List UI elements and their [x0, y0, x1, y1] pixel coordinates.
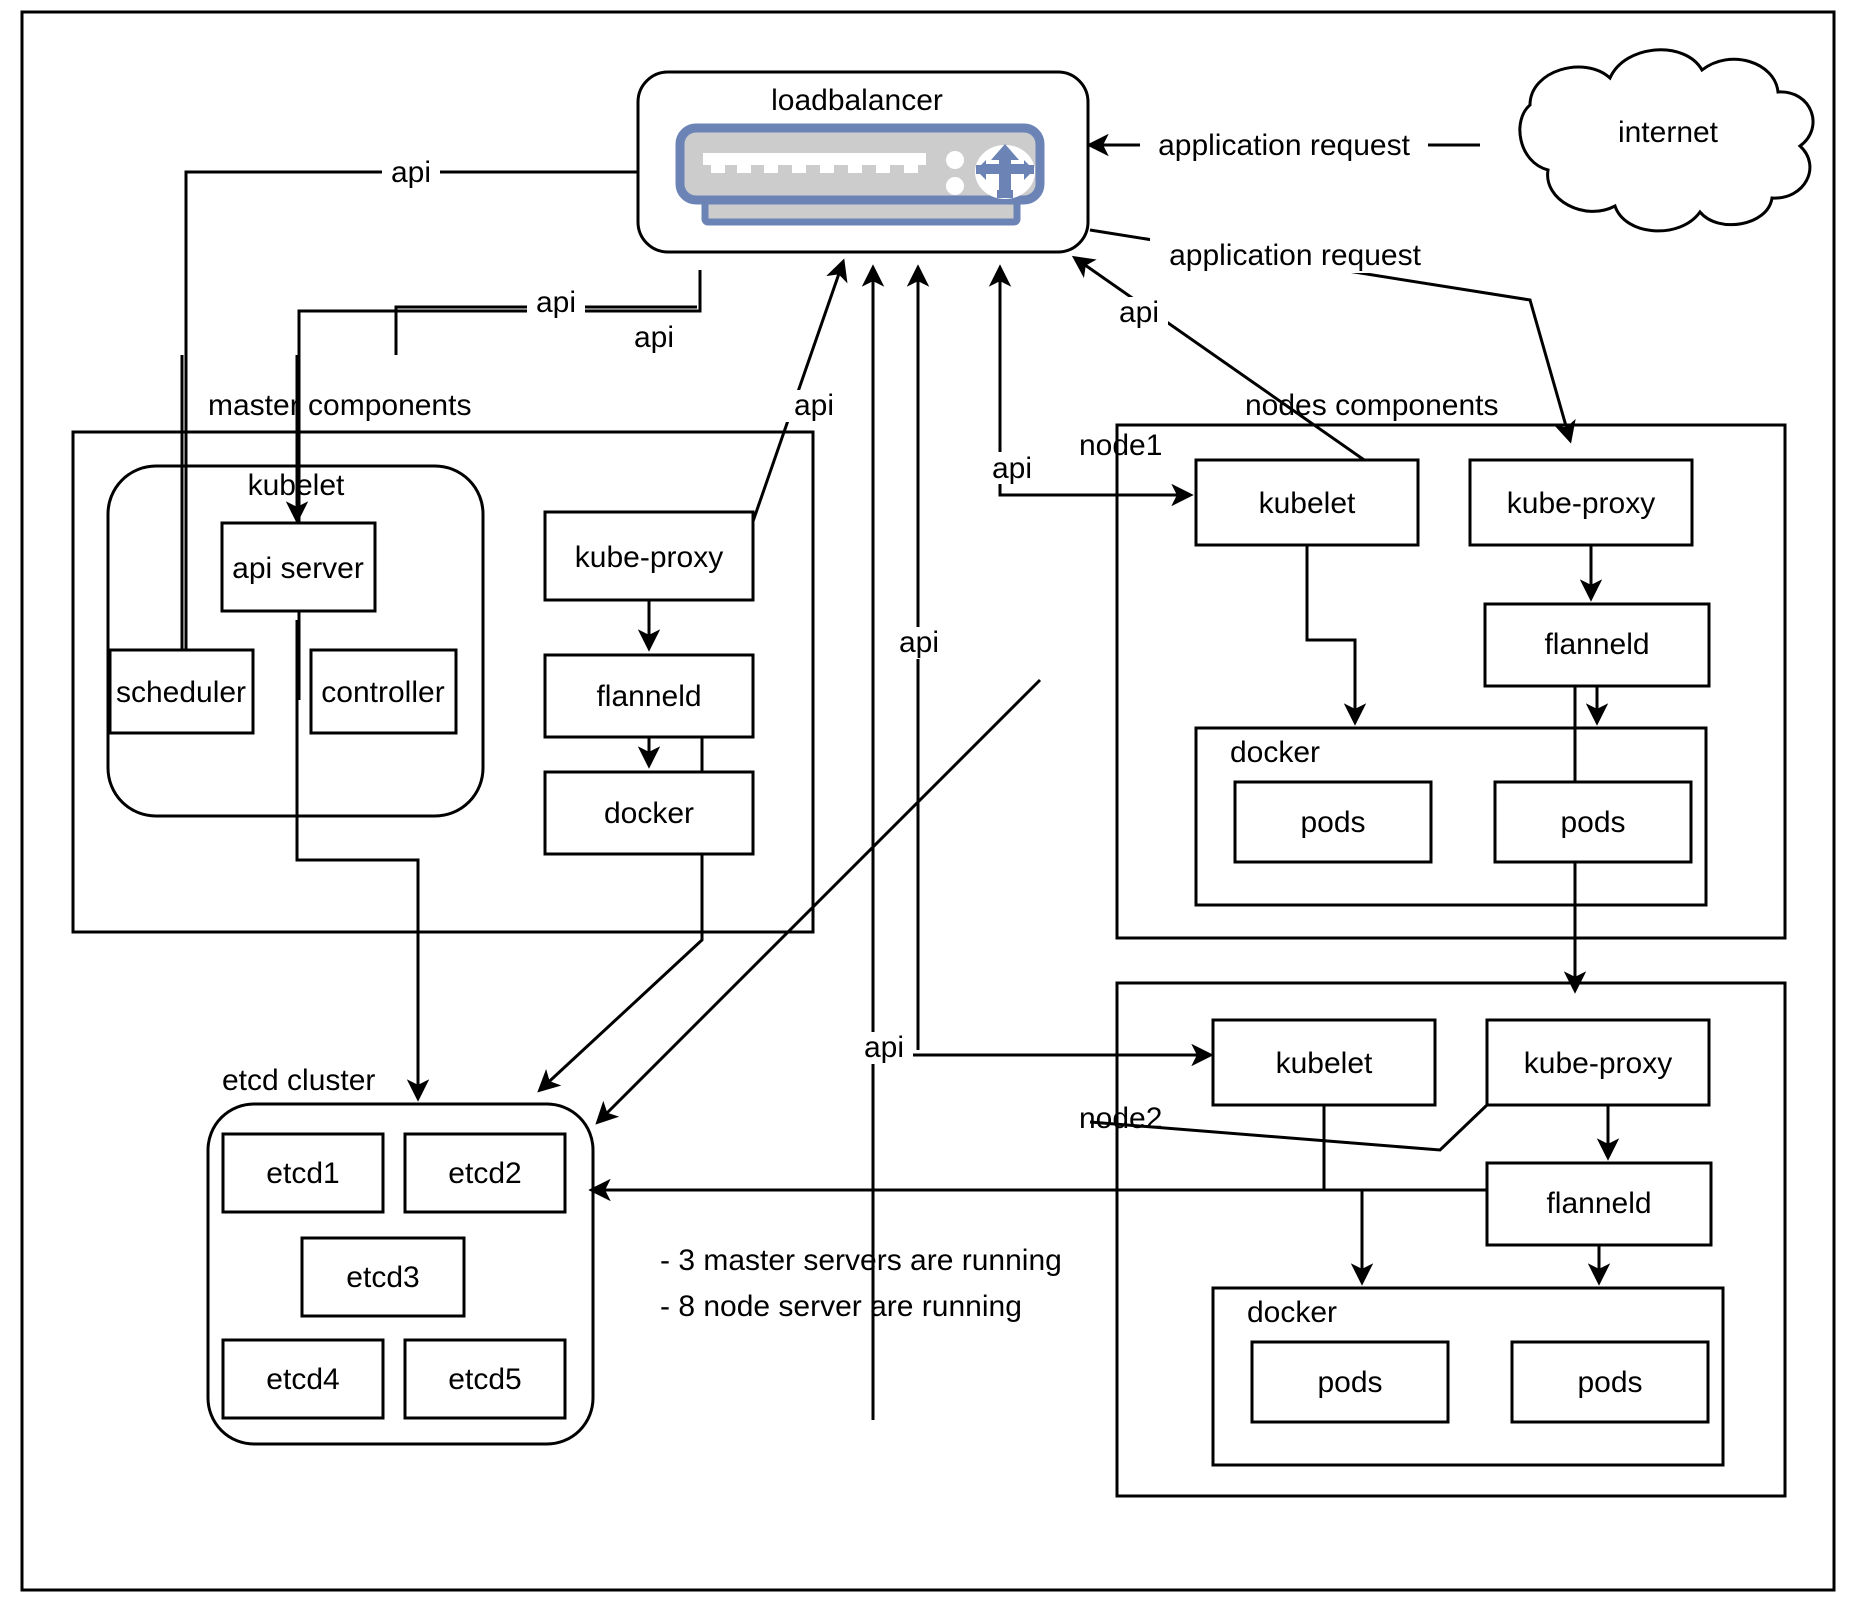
node1-frame	[1115, 423, 1787, 940]
etcd-cluster-frame	[206, 1102, 595, 1446]
master-flanneld-label: flanneld	[596, 680, 701, 713]
node2-kubelet-label: kubelet	[1276, 1047, 1373, 1080]
etcd-member-label-3: etcd3	[346, 1261, 419, 1294]
master-kubelet-frame	[106, 464, 485, 818]
node2-label: node2	[1079, 1102, 1162, 1135]
node1-kube-proxy-box[interactable]	[1468, 458, 1694, 547]
edge-apiserver-to-etcd	[295, 620, 430, 1102]
nodes-components-label: nodes components	[1245, 389, 1499, 422]
edge-label-api-1: api	[391, 156, 431, 189]
loadbalancer-label: loadbalancer	[771, 84, 943, 117]
node2-docker-frame	[1211, 1286, 1725, 1467]
node1-flanneld-box[interactable]	[1483, 602, 1711, 688]
edge-label-api-3: api	[634, 321, 674, 354]
node2-flanneld-label: flanneld	[1546, 1187, 1651, 1220]
etcd-member-box-3[interactable]	[300, 1236, 466, 1318]
node2-pods-box-2[interactable]	[1510, 1340, 1710, 1424]
master-scheduler-label: scheduler	[116, 676, 246, 709]
edge-label-api-4: api	[794, 389, 834, 422]
edge-api-mid-line	[394, 305, 697, 355]
page-border	[20, 10, 1836, 1592]
etcd-member-label-5: etcd5	[448, 1363, 521, 1396]
etcd-member-box-5[interactable]	[403, 1338, 567, 1420]
edge-label-api-6: api	[1119, 296, 1159, 329]
edge-label-application-request-2: application request	[1169, 239, 1422, 272]
node1-docker-frame	[1194, 726, 1708, 907]
node2-pods-label-1: pods	[1317, 1366, 1382, 1399]
node1-flanneld-label: flanneld	[1544, 628, 1649, 661]
edge-label-api-7: api	[899, 626, 939, 659]
master-controller-box[interactable]	[309, 648, 458, 735]
etcd-member-label-1: etcd1	[266, 1157, 339, 1190]
switch-port-slots	[703, 153, 926, 173]
node2-kube-proxy-label: kube-proxy	[1524, 1047, 1672, 1080]
edge-api-scheduler-to-loadbalancer	[184, 170, 640, 670]
network-switch-icon	[675, 123, 1045, 226]
node2-kubelet-box[interactable]	[1211, 1018, 1437, 1107]
master-components-label: master components	[208, 389, 471, 422]
edge-label-application-request-1: application request	[1158, 129, 1411, 162]
node2-frame	[1115, 981, 1787, 1498]
etcd-member-label-4: etcd4	[266, 1363, 339, 1396]
node2-docker-label: docker	[1247, 1296, 1337, 1329]
node1-label: node1	[1079, 429, 1162, 462]
edge-node2-kubeproxy-leftline	[1089, 1103, 1489, 1152]
edge-node1-kubelet-to-docker	[1305, 545, 1367, 726]
master-docker-label: docker	[604, 797, 694, 830]
etcd-member-label-2: etcd2	[448, 1157, 521, 1190]
node1-pods-label-1: pods	[1300, 806, 1365, 839]
internet-label: internet	[1618, 116, 1719, 149]
node1-pods-box-1[interactable]	[1233, 780, 1433, 864]
node2-kube-proxy-box[interactable]	[1485, 1018, 1711, 1107]
master-kube-proxy-box[interactable]	[543, 510, 755, 602]
master-scheduler-box[interactable]	[108, 648, 255, 735]
edge-label-api-5: api	[992, 452, 1032, 485]
node1-kubelet-box[interactable]	[1194, 458, 1420, 547]
node1-kubelet-label: kubelet	[1259, 487, 1356, 520]
etcd-member-box-2[interactable]	[403, 1132, 567, 1214]
node1-pods-label-2: pods	[1560, 806, 1625, 839]
node2-flanneld-box[interactable]	[1485, 1161, 1713, 1247]
load-balancer-split-arrow-icon	[976, 144, 1034, 198]
edge-node2-kubelet-to-docker	[1322, 1105, 1374, 1286]
master-kubelet-label: kubelet	[248, 469, 345, 502]
edge-masterflanneld-to-etcd	[537, 700, 704, 1093]
edge-label-api-8: api	[864, 1031, 904, 1064]
master-api-server-label: api server	[232, 552, 364, 585]
edge-node-to-etcd-diagonal	[595, 678, 1042, 1125]
node2-pods-label-2: pods	[1577, 1366, 1642, 1399]
master-components-frame	[71, 430, 815, 934]
etcd-member-box-1[interactable]	[221, 1132, 385, 1214]
switch-led-2	[946, 177, 964, 195]
etcd-member-box-4[interactable]	[221, 1338, 385, 1420]
master-controller-label: controller	[321, 676, 444, 709]
notes-line-1: - 3 master servers are running	[660, 1244, 1062, 1277]
edge-label-group: api api api api api api api api applicat…	[382, 128, 1440, 1064]
node1-docker-label: docker	[1230, 736, 1320, 769]
switch-led-1	[946, 151, 964, 169]
notes-line-2: - 8 node server are running	[660, 1290, 1022, 1323]
node1-kube-proxy-label: kube-proxy	[1507, 487, 1655, 520]
node1-pods-box-2[interactable]	[1493, 780, 1693, 864]
master-api-server-box[interactable]	[220, 521, 377, 613]
edge-label-api-2: api	[536, 286, 576, 319]
etcd-cluster-label: etcd cluster	[222, 1064, 375, 1097]
master-kube-proxy-label: kube-proxy	[575, 541, 723, 574]
cloud-icon	[1518, 48, 1815, 233]
master-docker-box[interactable]	[543, 770, 755, 856]
node2-pods-box-1[interactable]	[1250, 1340, 1450, 1424]
